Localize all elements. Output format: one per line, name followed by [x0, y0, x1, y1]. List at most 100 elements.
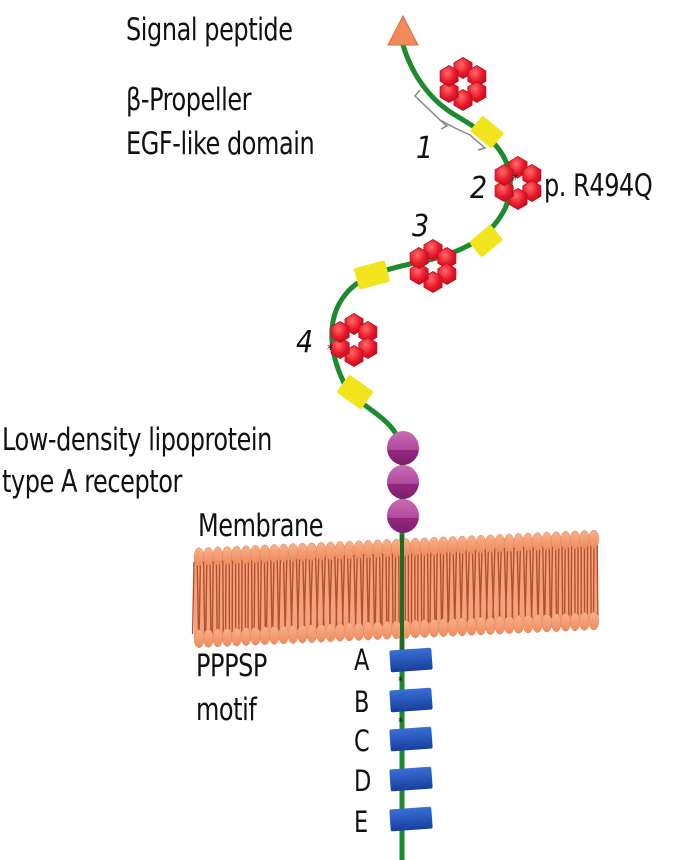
lipid-head	[362, 539, 374, 559]
lipid-head	[203, 629, 214, 648]
lipid-head	[212, 546, 224, 566]
lipid-tail	[542, 546, 545, 619]
lipid-tail	[263, 558, 267, 631]
lipid-tail	[335, 555, 339, 628]
lipid-head	[419, 537, 430, 556]
lipid-tail	[367, 554, 371, 627]
lipid-tail	[270, 558, 273, 631]
lipid-head	[259, 626, 271, 646]
lipid-tail	[439, 550, 443, 623]
lipid-tail	[563, 545, 566, 618]
lipid-tail	[460, 549, 464, 622]
lipid-head	[485, 534, 496, 553]
lipid-tail	[550, 545, 554, 618]
lipid-head	[456, 617, 468, 637]
lipid-tail	[535, 546, 539, 619]
lipid-tail	[191, 561, 195, 635]
lipid-tail	[198, 561, 202, 634]
phospho-asterisk: *	[398, 674, 404, 688]
pppsp-letter-b: B	[354, 685, 370, 719]
lipid-head	[353, 622, 365, 641]
lipid-head	[503, 615, 515, 635]
propeller-number-4: 4	[296, 325, 314, 360]
lipid-head	[550, 613, 562, 632]
pppsp-letter-c: C	[354, 724, 370, 758]
lipid-head	[503, 533, 515, 553]
lipid-head	[494, 533, 506, 553]
lipid-tail	[385, 553, 388, 626]
lipid-head	[278, 543, 289, 563]
lipid-tail	[447, 550, 451, 623]
lipid-head	[419, 619, 430, 638]
lipid-tail	[328, 555, 333, 628]
lipid-head	[268, 626, 280, 645]
lipid-tail	[435, 551, 438, 624]
lipid-tail	[492, 548, 496, 621]
lipid-head	[334, 541, 346, 560]
lipid-tail	[530, 546, 534, 619]
lipid-head	[485, 616, 496, 635]
lipid-head	[513, 533, 524, 552]
lipid-tail	[257, 559, 260, 632]
pppsp-motif-box	[389, 687, 433, 713]
lipid-head	[466, 617, 477, 636]
lipid-tail	[303, 556, 307, 629]
lipid-tail	[276, 558, 280, 631]
lipid-head	[475, 616, 487, 636]
lipid-head	[212, 628, 224, 648]
label-beta-propeller: β-Propeller	[126, 82, 252, 118]
lipid-head	[372, 621, 383, 640]
lipid-tail	[524, 547, 528, 620]
lipid-tail	[272, 558, 275, 631]
lipid-head	[569, 612, 581, 632]
cell-membrane	[191, 529, 600, 660]
lipid-tail	[341, 555, 346, 628]
lipid-head	[588, 529, 600, 549]
beta-propeller-domain	[409, 239, 457, 293]
ldla-domain	[387, 499, 419, 533]
pppsp-letter-e: E	[354, 805, 369, 839]
pppsp-letter-a: A	[354, 643, 370, 677]
lipid-tail	[511, 547, 515, 620]
lipid-head	[278, 625, 289, 645]
lipid-tail	[196, 561, 200, 634]
domain-bracket	[413, 89, 487, 151]
label-ldl-line1: Low-density lipoprotein	[2, 422, 272, 458]
lipid-head	[315, 542, 327, 561]
lipid-head	[381, 621, 393, 640]
lipid-head	[494, 615, 506, 635]
lipid-tail	[466, 549, 470, 622]
lipid-head	[193, 547, 205, 567]
lipid-tail	[544, 546, 547, 619]
pppsp-motif-box	[389, 647, 433, 673]
mutation-asterisk: *	[327, 342, 333, 358]
lipid-head	[447, 618, 459, 637]
ldla-domain	[387, 465, 419, 499]
lipid-head	[428, 618, 440, 638]
lipid-tail	[205, 561, 208, 634]
propeller-number-1: 1	[416, 131, 434, 166]
lipid-tail	[211, 561, 214, 634]
lipid-head	[466, 535, 477, 554]
propeller-blade	[330, 337, 350, 359]
lipid-head	[579, 612, 590, 631]
lipid-head	[221, 546, 233, 565]
lipid-head	[344, 540, 355, 560]
label-signal-peptide: Signal peptide	[126, 12, 293, 48]
beta-propeller-domain	[330, 313, 378, 367]
lipid-head	[560, 613, 571, 632]
lipid-head	[315, 624, 327, 643]
lipid-head	[362, 621, 374, 641]
lipid-tail	[498, 548, 502, 621]
lipid-head	[325, 541, 336, 561]
lipid-head	[231, 627, 242, 647]
lipid-head	[391, 538, 402, 558]
lipid-tail	[561, 545, 564, 618]
lipid-tail	[381, 553, 384, 626]
lipid-head	[550, 531, 562, 550]
lipid-tail	[485, 548, 490, 621]
lipid-head	[240, 627, 252, 646]
lipid-tail	[426, 551, 429, 624]
propeller-blade	[494, 180, 514, 202]
